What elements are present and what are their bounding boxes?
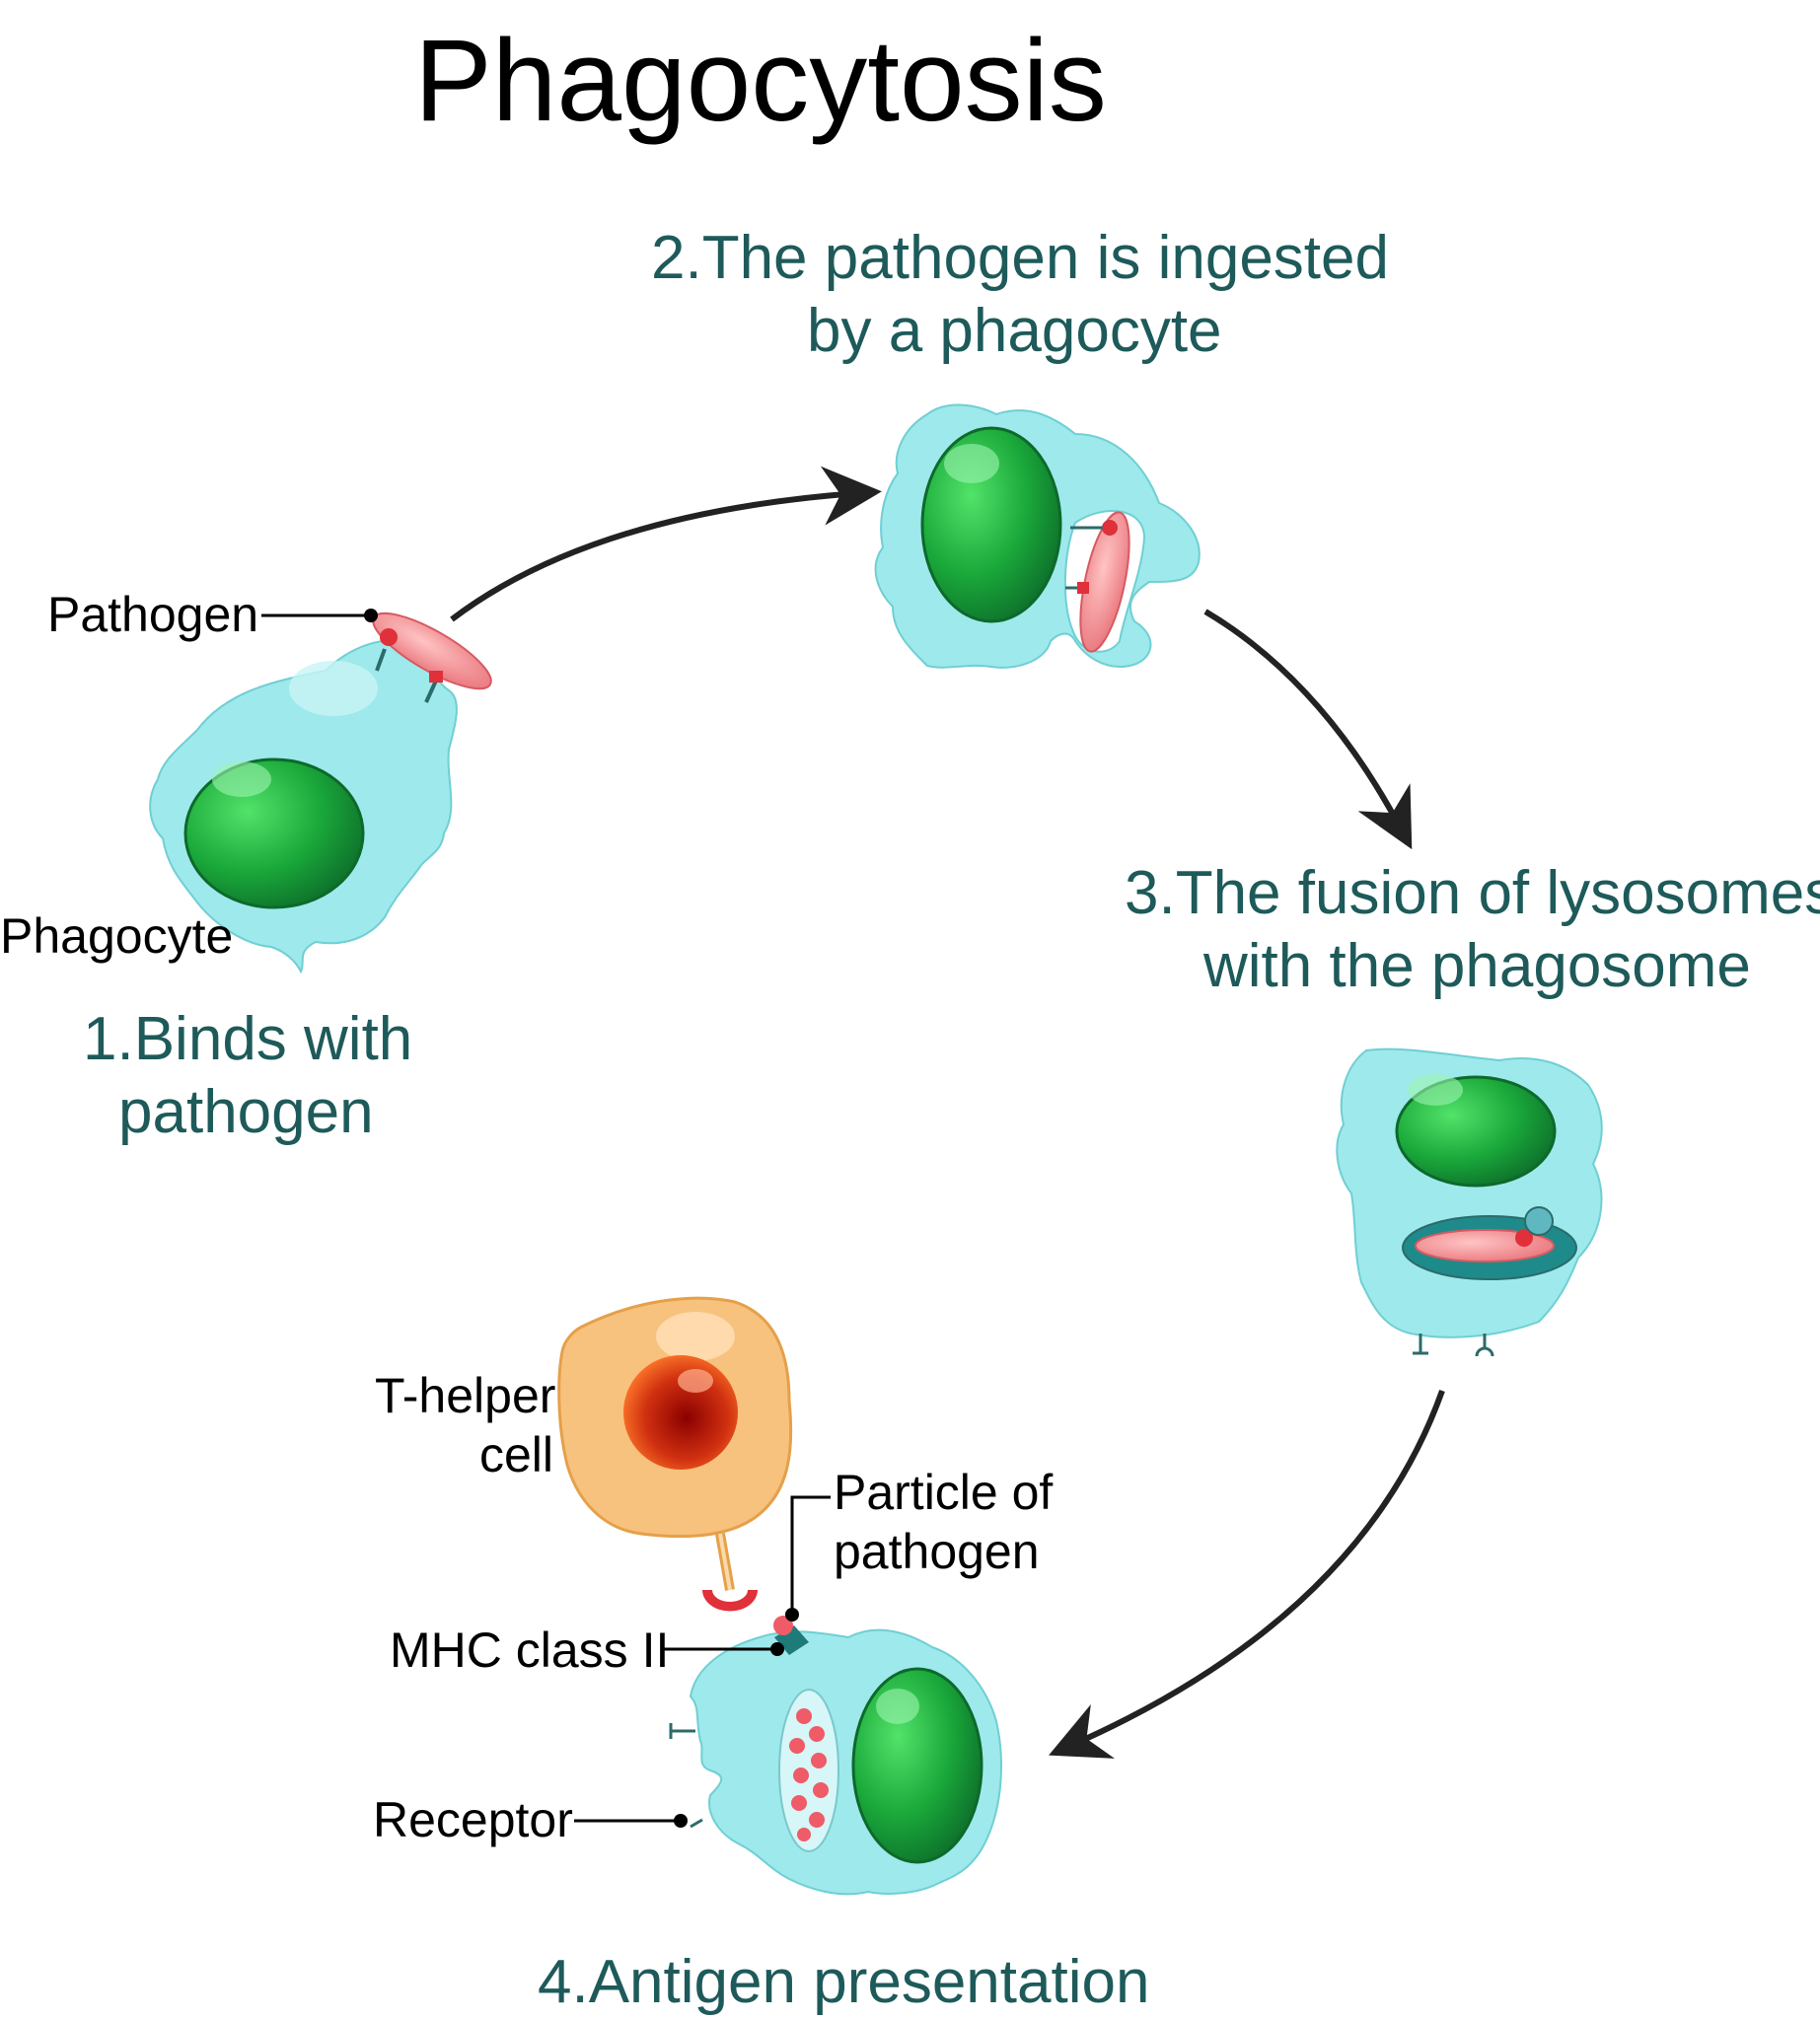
pathogen	[1415, 1229, 1555, 1262]
pathogen-particles	[789, 1708, 829, 1841]
t-helper-nucleus	[623, 1355, 738, 1470]
particle-callout: Particle of pathogen	[785, 1465, 1053, 1622]
page-title: Phagocytosis	[414, 16, 1107, 146]
arrow-step1-to-step2	[450, 466, 882, 622]
mhc-label: MHC class II	[390, 1623, 669, 1678]
pathogen-callout: Pathogen	[47, 587, 378, 642]
cycle-arrows	[450, 466, 1445, 1759]
step1-caption-line1: 1.Binds with	[83, 1005, 412, 1073]
pathogen-label: Pathogen	[47, 587, 258, 642]
receptor-callout: Receptor	[373, 1792, 688, 1847]
step4-caption: 4.Antigen presentation	[538, 1948, 1149, 2016]
t-helper-cell	[557, 1296, 793, 1612]
phagocyte-label: Phagocyte	[0, 908, 233, 964]
step1-caption-line2: pathogen	[118, 1078, 374, 1146]
presented-particle	[773, 1616, 793, 1635]
phagocyte-nucleus	[851, 1667, 983, 1864]
phagolysosome-vesicle	[778, 1689, 839, 1852]
step3-caption-line1: 3.The fusion of lysosomes	[1125, 859, 1820, 927]
mhc-callout: MHC class II	[390, 1623, 784, 1678]
receptor-label: Receptor	[373, 1792, 573, 1847]
t-helper-label-line1: T-helper	[375, 1368, 555, 1423]
step3-caption-line2: with the phagosome	[1202, 932, 1751, 1000]
t-helper-label-line2: cell	[479, 1427, 553, 1482]
particle-label-line2: pathogen	[834, 1524, 1040, 1579]
arrow-step2-to-step3	[1203, 609, 1413, 850]
step2-caption-line2: by a phagocyte	[807, 297, 1222, 365]
phagocyte-vacuole	[289, 661, 378, 716]
step2-caption-line1: 2.The pathogen is ingested	[651, 224, 1389, 292]
arrow-step3-to-step4	[1049, 1389, 1445, 1759]
step3-phagocyte-cell	[1336, 1047, 1603, 1357]
phagocyte-nucleus	[183, 758, 365, 909]
pathogen	[1079, 511, 1130, 653]
step4-phagocyte-cell	[669, 1616, 1002, 1896]
t-cell-receptor	[702, 1590, 758, 1612]
step1-phagocyte-cell	[149, 612, 492, 974]
particle-label-line1: Particle of	[834, 1465, 1053, 1520]
step2-phagocyte-cell	[874, 403, 1201, 669]
